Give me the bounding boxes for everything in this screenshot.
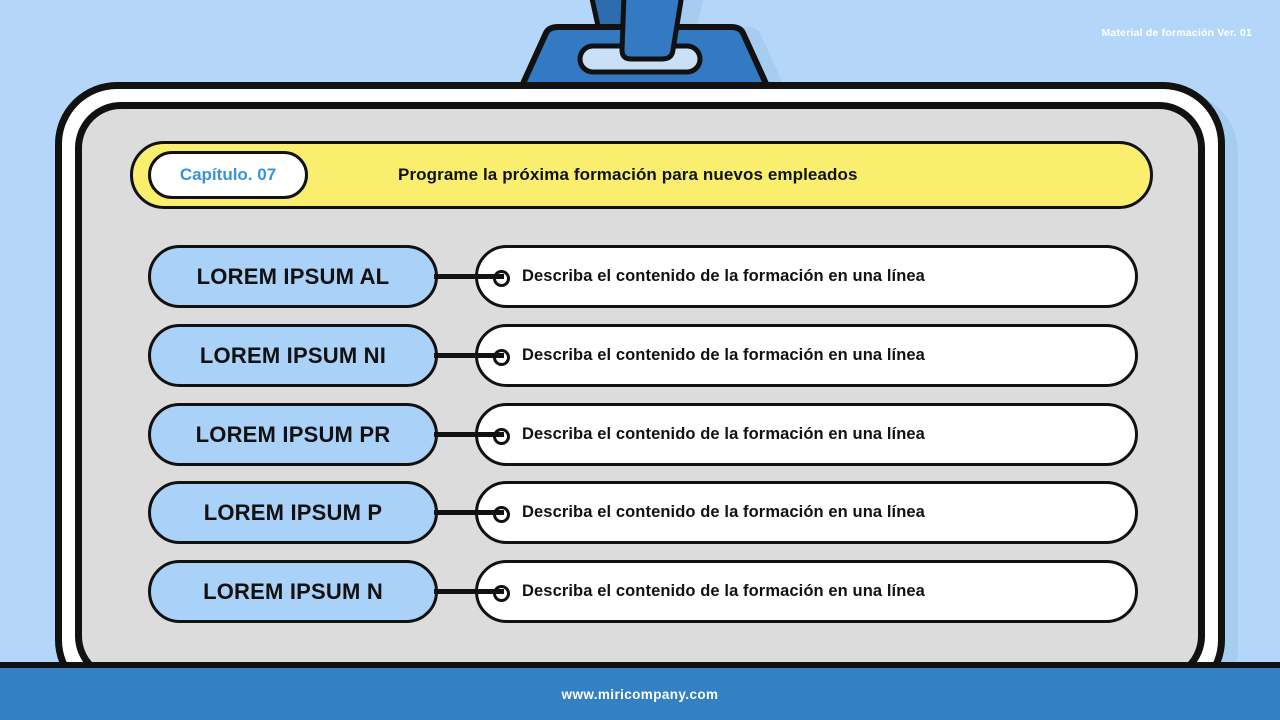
connector-line: [434, 510, 504, 515]
chapter-label: Capítulo. 07: [179, 165, 277, 184]
slide-title: Programe la próxima formación para nuevo…: [398, 165, 858, 184]
watermark-label: Material de formación Ver. 01: [1101, 27, 1252, 39]
description-pill: Describa el contenido de la formación en…: [475, 560, 1138, 623]
footer-url: www.miricompany.com: [561, 686, 719, 702]
description-pill: Describa el contenido de la formación en…: [475, 324, 1138, 387]
chapter-badge: Capítulo. 07: [148, 151, 308, 199]
connector-line: [434, 432, 504, 437]
description-label: Describa el contenido de la formación en…: [522, 425, 925, 443]
description-pill: Describa el contenido de la formación en…: [475, 245, 1138, 308]
list-item: LOREM IPSUM N Describa el contenido de l…: [148, 560, 1138, 623]
chapter-header: Capítulo. 07 Programe la próxima formaci…: [130, 141, 1153, 209]
connector-line: [434, 589, 504, 594]
lanyard-strap-front: [619, 0, 684, 62]
description-pill: Describa el contenido de la formación en…: [475, 403, 1138, 466]
description-pill: Describa el contenido de la formación en…: [475, 481, 1138, 544]
topic-label: LOREM IPSUM P: [203, 499, 383, 525]
description-label: Describa el contenido de la formación en…: [522, 582, 925, 600]
list-item: LOREM IPSUM AL Describa el contenido de …: [148, 245, 1138, 308]
connector-line: [434, 353, 504, 358]
footer-bar: www.miricompany.com: [0, 662, 1280, 720]
description-label: Describa el contenido de la formación en…: [522, 267, 925, 285]
connector-line: [434, 274, 504, 279]
list-item: LOREM IPSUM P Describa el contenido de l…: [148, 481, 1138, 544]
topic-pill: LOREM IPSUM AL: [148, 245, 438, 308]
topic-label: LOREM IPSUM AL: [196, 263, 390, 289]
topic-pill: LOREM IPSUM NI: [148, 324, 438, 387]
topic-pill: LOREM IPSUM N: [148, 560, 438, 623]
topic-pill: LOREM IPSUM P: [148, 481, 438, 544]
list-item: LOREM IPSUM NI Describa el contenido de …: [148, 324, 1138, 387]
description-label: Describa el contenido de la formación en…: [522, 346, 925, 364]
topic-label: LOREM IPSUM N: [203, 578, 383, 604]
list-item: LOREM IPSUM PR Describa el contenido de …: [148, 403, 1138, 466]
description-label: Describa el contenido de la formación en…: [522, 503, 925, 521]
topic-label: LOREM IPSUM PR: [195, 421, 391, 447]
topic-label: LOREM IPSUM NI: [199, 342, 387, 368]
topic-pill: LOREM IPSUM PR: [148, 403, 438, 466]
badge-lanyard-illustration: [516, 0, 785, 91]
